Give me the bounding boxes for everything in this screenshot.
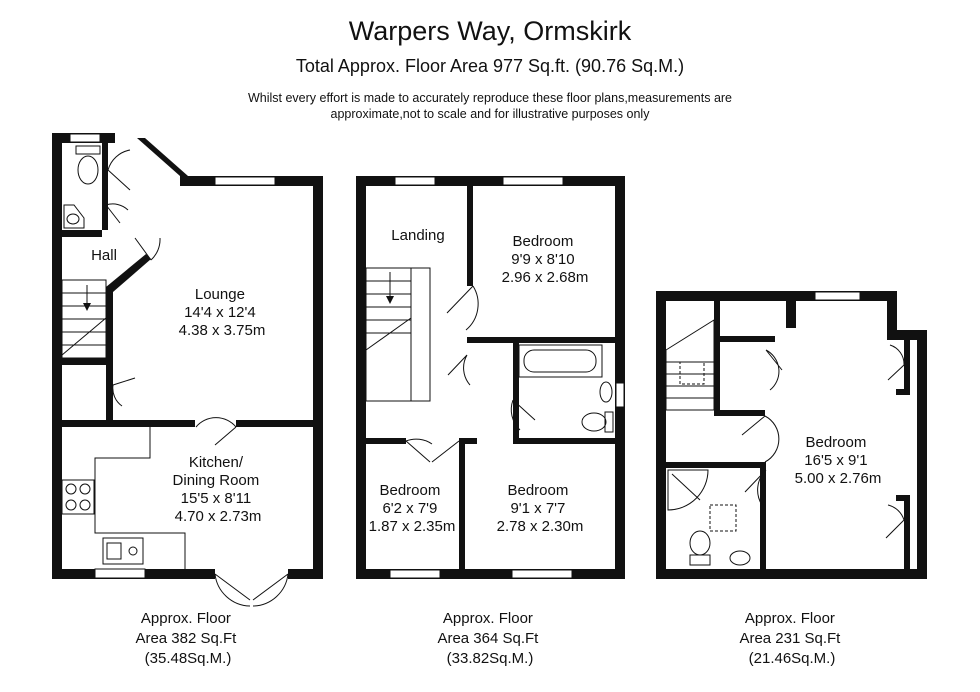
first-floor-plan: Landing Bedroom 9'9 x 8'10 2.96 x 2.68m … <box>356 176 625 667</box>
second-floor-plan: Bedroom 16'5 x 9'1 5.00 x 2.76m Approx. … <box>656 291 927 667</box>
wall <box>656 291 796 301</box>
toilet-icon <box>689 530 711 566</box>
door <box>741 415 780 463</box>
wall <box>666 462 766 468</box>
wall <box>52 133 62 579</box>
wall <box>760 462 766 569</box>
basin-icon <box>63 204 85 229</box>
patio-doors <box>214 573 289 607</box>
wall <box>467 186 473 286</box>
door <box>887 344 905 381</box>
wall <box>656 291 666 579</box>
wall <box>786 291 796 328</box>
floor-area-caption: Approx. Floor Area 364 Sq.Ft (33.82Sq.M.… <box>437 610 542 667</box>
wall <box>513 438 617 444</box>
wall <box>288 569 323 579</box>
wall <box>356 176 625 186</box>
window <box>94 568 146 579</box>
door <box>107 149 131 191</box>
plan-title: Warpers Way, Ormskirk <box>348 16 632 46</box>
hob-icon <box>61 479 95 515</box>
window <box>394 176 436 186</box>
door <box>105 203 129 224</box>
wall <box>887 291 897 338</box>
bath-icon <box>518 344 603 378</box>
window <box>814 291 861 301</box>
window <box>511 569 573 579</box>
door <box>134 237 161 261</box>
disclaimer-line-2: approximate,not to scale and for illustr… <box>330 107 650 121</box>
wall <box>896 495 910 501</box>
wall <box>106 287 113 420</box>
wall <box>714 301 720 416</box>
window <box>214 176 276 186</box>
door <box>765 349 783 391</box>
stairs <box>365 267 431 402</box>
disclaimer-line-1: Whilst every effort is made to accuratel… <box>247 91 733 105</box>
wall <box>904 340 910 395</box>
door <box>744 469 767 506</box>
wall <box>60 230 102 237</box>
door <box>447 354 471 386</box>
room-label-kitchen: Kitchen/ Dining Room 15'5 x 8'11 4.70 x … <box>173 454 264 525</box>
room-label-bedroom: Bedroom 9'1 x 7'7 2.78 x 2.30m <box>497 482 584 535</box>
room-label-lounge: Lounge 14'4 x 12'4 4.38 x 3.75m <box>179 286 266 339</box>
total-floor-area: Total Approx. Floor Area 977 Sq.ft. (90.… <box>295 56 685 76</box>
wall <box>236 420 316 427</box>
room-label-hall: Hall <box>91 247 117 264</box>
basin-icon <box>599 381 613 403</box>
door <box>510 399 536 431</box>
disclaimer: Whilst every effort is made to accuratel… <box>0 90 980 122</box>
wall <box>904 495 910 569</box>
wall <box>60 358 110 365</box>
sink-icon <box>102 537 144 565</box>
wall <box>720 336 775 342</box>
window <box>615 382 625 408</box>
wall <box>106 254 151 292</box>
wall <box>102 143 108 230</box>
door <box>446 285 479 331</box>
ground-floor-plan: Hall Lounge 14'4 x 12'4 4.38 x 3.75m Kit… <box>52 133 323 667</box>
shower-icon <box>667 469 709 511</box>
wall <box>917 330 927 579</box>
basin-icon <box>729 550 751 566</box>
wall <box>60 420 195 427</box>
door <box>885 504 905 539</box>
wall <box>513 343 519 438</box>
door <box>112 377 136 407</box>
floor-area-caption: Approx. Floor Area 231 Sq.Ft (21.46Sq.M.… <box>739 610 844 667</box>
wall <box>313 176 323 579</box>
door <box>405 438 460 463</box>
stairs <box>665 319 715 411</box>
wall <box>356 176 366 579</box>
wall <box>356 569 625 579</box>
room-label-bedroom: Bedroom 6'2 x 7'9 1.87 x 2.35m <box>369 482 456 535</box>
wall <box>656 569 927 579</box>
wall <box>459 438 477 444</box>
window <box>502 176 564 186</box>
stairs <box>61 279 107 359</box>
floor-area-caption: Approx. Floor Area 382 Sq.Ft (35.48Sq.M.… <box>135 610 240 667</box>
wall <box>459 444 465 569</box>
window <box>69 133 101 143</box>
room-label-bedroom: Bedroom 9'9 x 8'10 2.96 x 2.68m <box>502 233 589 286</box>
toilet-icon <box>581 411 614 433</box>
toilet-icon <box>75 145 101 185</box>
wall <box>615 176 625 579</box>
wall <box>137 138 188 176</box>
room-label-bedroom: Bedroom 16'5 x 9'1 5.00 x 2.76m <box>795 434 882 487</box>
kitchen-units <box>61 427 186 569</box>
window <box>389 569 441 579</box>
wall <box>366 438 406 444</box>
wall <box>720 410 765 416</box>
wall <box>887 330 927 340</box>
wall <box>467 337 617 343</box>
skylight <box>709 504 737 532</box>
door <box>195 417 237 446</box>
room-label-landing: Landing <box>391 227 444 244</box>
wall <box>896 389 910 395</box>
